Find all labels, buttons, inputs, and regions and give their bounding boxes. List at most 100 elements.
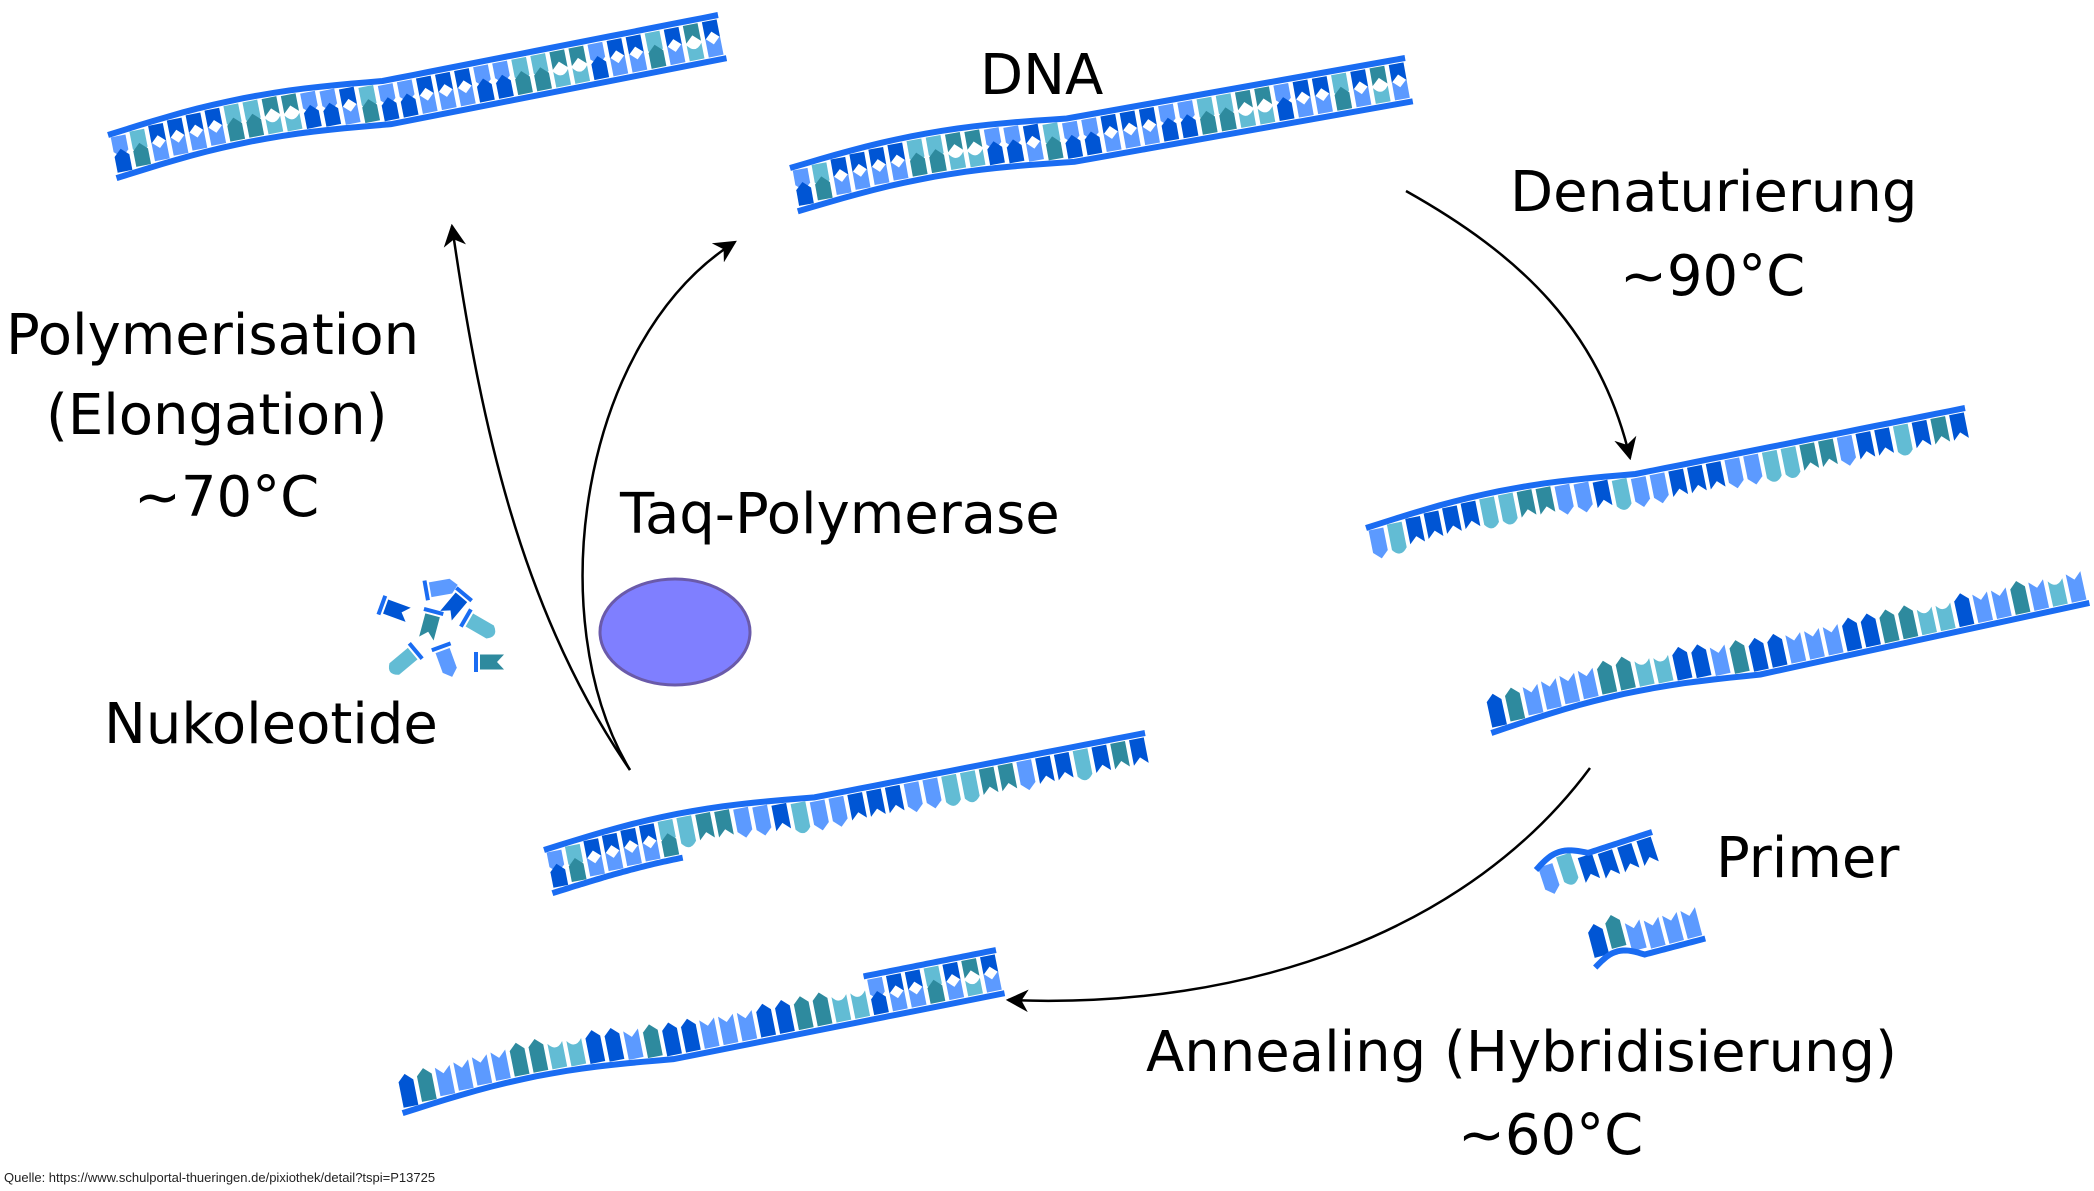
base-bottom: [604, 1027, 625, 1062]
base-top: [1611, 477, 1632, 510]
base-pair-top: [280, 93, 300, 114]
base-bottom: [547, 1040, 568, 1070]
denatured-strand-bottom: [1486, 571, 2091, 736]
base-pair-top: [1119, 110, 1138, 131]
nucleotide-base: [428, 578, 458, 598]
base-pair-bottom: [207, 124, 227, 146]
base-bottom: [566, 1038, 587, 1067]
base-top: [1423, 510, 1444, 539]
base-pair-bottom: [362, 99, 381, 124]
nucleotide-backbone: [407, 642, 424, 660]
base-pair-top: [830, 156, 849, 178]
base-pair-bottom: [188, 129, 208, 151]
base-top: [1497, 492, 1518, 525]
base-top: [941, 773, 961, 806]
base-bottom: [775, 999, 795, 1034]
base-top: [1573, 481, 1593, 513]
base-top: [771, 802, 792, 832]
base-pair-bottom: [609, 54, 629, 77]
base-bottom: [1672, 646, 1693, 681]
base-pair-bottom: [114, 148, 133, 173]
base-pair-top: [148, 123, 167, 144]
base-bottom: [2065, 571, 2087, 603]
base-pair-top: [1388, 62, 1407, 83]
backbone-bottom: [401, 990, 1006, 1117]
base-top: [884, 784, 905, 814]
base-pair-top: [606, 38, 625, 59]
base-bottom: [1615, 656, 1636, 691]
nucleotide-base: [383, 599, 411, 622]
base-pair-bottom: [419, 92, 438, 114]
label-denaturation-temp: ~90°C: [1620, 244, 1806, 309]
base-bottom: [1729, 640, 1750, 674]
base-pair-bottom: [476, 78, 495, 103]
base-top: [1556, 852, 1579, 885]
base-pair-top: [261, 96, 280, 117]
base-top: [1649, 472, 1669, 504]
base-pair-bottom: [246, 113, 265, 138]
base-bottom: [1634, 658, 1655, 687]
base-pair-bottom: [572, 65, 591, 84]
base-bottom: [1860, 613, 1881, 648]
base-top: [809, 799, 829, 831]
nucleotide-backbone: [455, 586, 473, 603]
base-top: [1405, 515, 1426, 545]
base-pair-top: [549, 49, 568, 70]
denatured-strand-top: [1365, 405, 1969, 559]
nucleotide-backbone: [422, 580, 430, 601]
nucleotide: [388, 642, 424, 675]
base-pair-bottom: [889, 989, 908, 1012]
base-top: [1535, 486, 1556, 515]
nucleotide-base: [480, 654, 504, 670]
base-bottom: [1691, 644, 1712, 679]
base-top: [903, 781, 923, 813]
base-pair-top: [204, 107, 223, 129]
base-pair-bottom: [705, 36, 724, 58]
base-bottom: [1767, 633, 1788, 668]
base-top: [1687, 464, 1707, 494]
base-pair-top: [601, 832, 620, 854]
base-bottom: [1972, 591, 1994, 624]
base-pair-bottom: [1103, 130, 1122, 152]
base-top: [1636, 836, 1659, 867]
base-bottom: [434, 1064, 456, 1097]
base-pair-bottom: [1006, 139, 1025, 164]
base-top: [1818, 438, 1838, 468]
base-top: [959, 770, 980, 803]
base-pair-bottom: [1084, 131, 1103, 156]
base-pair-top: [638, 823, 658, 844]
base-pair-bottom: [1295, 96, 1314, 118]
base-bottom: [453, 1059, 474, 1091]
base-pair-bottom: [796, 181, 814, 206]
nucleotide-backbone: [474, 652, 478, 672]
annealing-arrow: [1005, 767, 1592, 1013]
base-top: [1874, 427, 1895, 456]
base-pair-bottom: [1391, 79, 1410, 101]
nucleotide-backbone: [376, 595, 388, 616]
base-top: [978, 766, 999, 795]
base-pair-top: [942, 961, 961, 983]
base-pair-bottom: [284, 112, 303, 132]
base-pair-bottom: [1219, 107, 1237, 132]
nucleotide: [376, 595, 411, 622]
base-bottom: [1990, 587, 2012, 619]
base-top: [1892, 423, 1913, 456]
base-top: [1516, 489, 1537, 518]
base-pair-bottom: [1257, 106, 1276, 125]
base-pair-top: [415, 75, 435, 97]
base-pair-bottom: [871, 163, 890, 186]
base-bottom: [416, 1068, 437, 1102]
base-pair-bottom: [323, 102, 342, 127]
base-pair-bottom: [852, 168, 871, 190]
base-pair-bottom: [929, 149, 947, 174]
base-top: [1949, 412, 1969, 441]
base-bottom: [718, 1013, 739, 1046]
base-pair-top: [961, 958, 980, 979]
base-pair-bottom: [1353, 85, 1372, 108]
base-top: [1836, 434, 1856, 466]
base-bottom: [1916, 606, 1937, 636]
base-pair-top: [1100, 113, 1119, 135]
base-pair-top: [1292, 79, 1311, 100]
base-pair-bottom: [568, 858, 587, 883]
